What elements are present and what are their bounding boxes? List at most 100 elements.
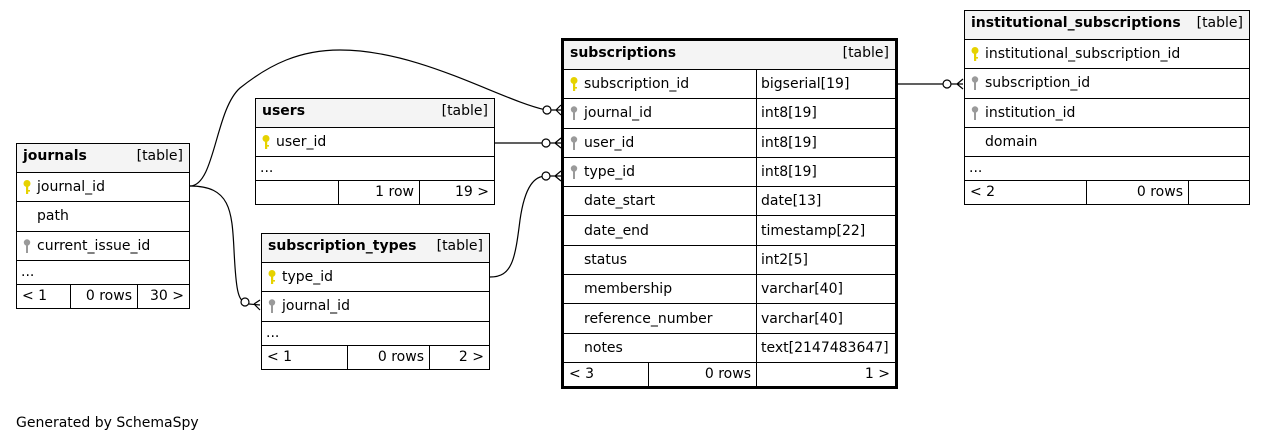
table-users[interactable]: users [table] user_id ... 1 row 19 > <box>255 98 495 206</box>
children-count[interactable]: 30 > <box>137 284 189 308</box>
table-footer: < 1 0 rows 30 > <box>17 284 189 308</box>
column-name: membership <box>584 281 673 298</box>
parents-count[interactable] <box>256 181 338 204</box>
children-count[interactable]: 1 > <box>756 362 895 386</box>
column-name: user_id <box>276 134 327 151</box>
column-row[interactable]: journal_id <box>17 173 189 203</box>
column-row[interactable]: institutional_subscription_id <box>965 40 1249 70</box>
edge-journals-subscriptions <box>189 49 547 187</box>
column-row[interactable]: subscription_id <box>965 69 1249 99</box>
table-header: users [table] <box>256 99 494 128</box>
column-row[interactable]: date_start date[13] <box>564 187 895 217</box>
fk-marker-institutional-subscription <box>942 78 964 90</box>
table-kind: [table] <box>436 238 483 254</box>
column-name: current_issue_id <box>37 237 151 254</box>
table-institutional-subscriptions[interactable]: institutional_subscriptions [table] inst… <box>964 10 1250 206</box>
foreign-key-icon <box>564 135 584 151</box>
column-row[interactable]: domain <box>965 128 1249 158</box>
column-row[interactable]: membership varchar[40] <box>564 275 895 305</box>
column-row[interactable]: journal_id <box>262 292 489 322</box>
table-footer: < 3 0 rows 1 > <box>564 362 895 386</box>
column-row[interactable]: date_end timestamp[22] <box>564 216 895 246</box>
more-columns-ellipsis: ... <box>256 157 494 182</box>
column-name: institutional_subscription_id <box>985 46 1181 63</box>
fk-marker-subs-journal <box>542 104 562 116</box>
table-footer: < 2 0 rows <box>965 181 1249 205</box>
column-row[interactable]: status int2[5] <box>564 245 895 276</box>
row-count: 0 rows <box>347 345 429 369</box>
column-type: bigserial[19] <box>761 76 850 93</box>
table-header: subscriptions [table] <box>564 41 895 70</box>
column-name: reference_number <box>584 310 713 327</box>
column-row[interactable]: journal_id int8[19] <box>564 99 895 129</box>
generated-by-footer: Generated by SchemaSpy <box>16 415 199 431</box>
column-name: subscription_id <box>985 75 1091 92</box>
table-kind: [table] <box>441 103 488 119</box>
column-name: status <box>584 251 628 268</box>
parents-count[interactable]: < 3 <box>569 365 595 382</box>
table-name: users <box>262 103 306 119</box>
table-footer: 1 row 19 > <box>256 181 494 205</box>
row-count: 0 rows <box>70 284 137 308</box>
foreign-key-icon <box>965 105 985 121</box>
column-row[interactable]: institution_id <box>965 99 1249 128</box>
parents-count[interactable]: < 1 <box>22 287 48 304</box>
table-name: subscriptions <box>570 45 677 61</box>
foreign-key-icon <box>17 238 37 254</box>
column-type: int8[19] <box>761 164 817 181</box>
more-columns-ellipsis: ... <box>17 261 189 285</box>
parents-count[interactable]: < 1 <box>267 348 293 365</box>
column-row[interactable]: notes text[2147483647] <box>564 333 895 363</box>
column-name: user_id <box>584 134 635 151</box>
table-footer: < 1 0 rows 2 > <box>262 345 489 369</box>
row-count: 1 row <box>338 181 419 205</box>
primary-key-icon <box>965 46 985 62</box>
table-name: subscription_types <box>268 238 417 254</box>
table-header: journals [table] <box>17 144 189 173</box>
column-type: varchar[40] <box>761 281 843 298</box>
column-type: varchar[40] <box>761 310 843 327</box>
table-name: institutional_subscriptions <box>971 15 1181 31</box>
column-name: subscription_id <box>584 76 690 93</box>
children-count[interactable]: 19 > <box>419 181 494 205</box>
column-row[interactable]: reference_number varchar[40] <box>564 304 895 334</box>
foreign-key-icon <box>262 298 282 314</box>
column-row[interactable]: subscription_id bigserial[19] <box>564 70 895 100</box>
fk-marker-subtypes-journal <box>240 297 261 311</box>
column-name: institution_id <box>985 104 1076 121</box>
children-count[interactable] <box>1188 181 1249 205</box>
column-row[interactable]: type_id <box>262 263 489 293</box>
column-row[interactable]: current_issue_id <box>17 232 189 261</box>
column-type: date[13] <box>761 193 822 210</box>
column-type: int8[19] <box>761 105 817 122</box>
table-journals[interactable]: journals [table] journal_id path current… <box>16 143 190 309</box>
column-name: journal_id <box>282 298 350 315</box>
column-type: int2[5] <box>761 251 808 268</box>
column-name: domain <box>985 134 1038 151</box>
children-count[interactable]: 2 > <box>429 345 489 369</box>
column-row[interactable]: user_id int8[19] <box>564 128 895 158</box>
column-type: int8[19] <box>761 134 817 151</box>
primary-key-icon <box>17 179 37 195</box>
column-row[interactable]: user_id <box>256 128 494 158</box>
foreign-key-icon <box>965 75 985 91</box>
foreign-key-icon <box>564 105 584 121</box>
column-row[interactable]: path <box>17 202 189 232</box>
more-columns-ellipsis: ... <box>965 157 1249 182</box>
column-name: type_id <box>282 269 334 286</box>
table-subscriptions[interactable]: subscriptions [table] subscription_id bi… <box>561 38 898 389</box>
row-count: 0 rows <box>1086 181 1188 205</box>
primary-key-icon <box>256 134 276 150</box>
fk-marker-subs-type <box>541 170 562 182</box>
column-name: date_end <box>584 222 649 239</box>
table-kind: [table] <box>842 45 889 61</box>
column-name: date_start <box>584 193 656 210</box>
table-header: subscription_types [table] <box>262 234 489 263</box>
foreign-key-icon <box>564 164 584 180</box>
parents-count[interactable]: < 2 <box>970 184 996 201</box>
table-subscription-types[interactable]: subscription_types [table] type_id journ… <box>261 233 490 370</box>
table-kind: [table] <box>1196 15 1243 31</box>
column-name: path <box>37 208 69 225</box>
column-row[interactable]: type_id int8[19] <box>564 157 895 188</box>
